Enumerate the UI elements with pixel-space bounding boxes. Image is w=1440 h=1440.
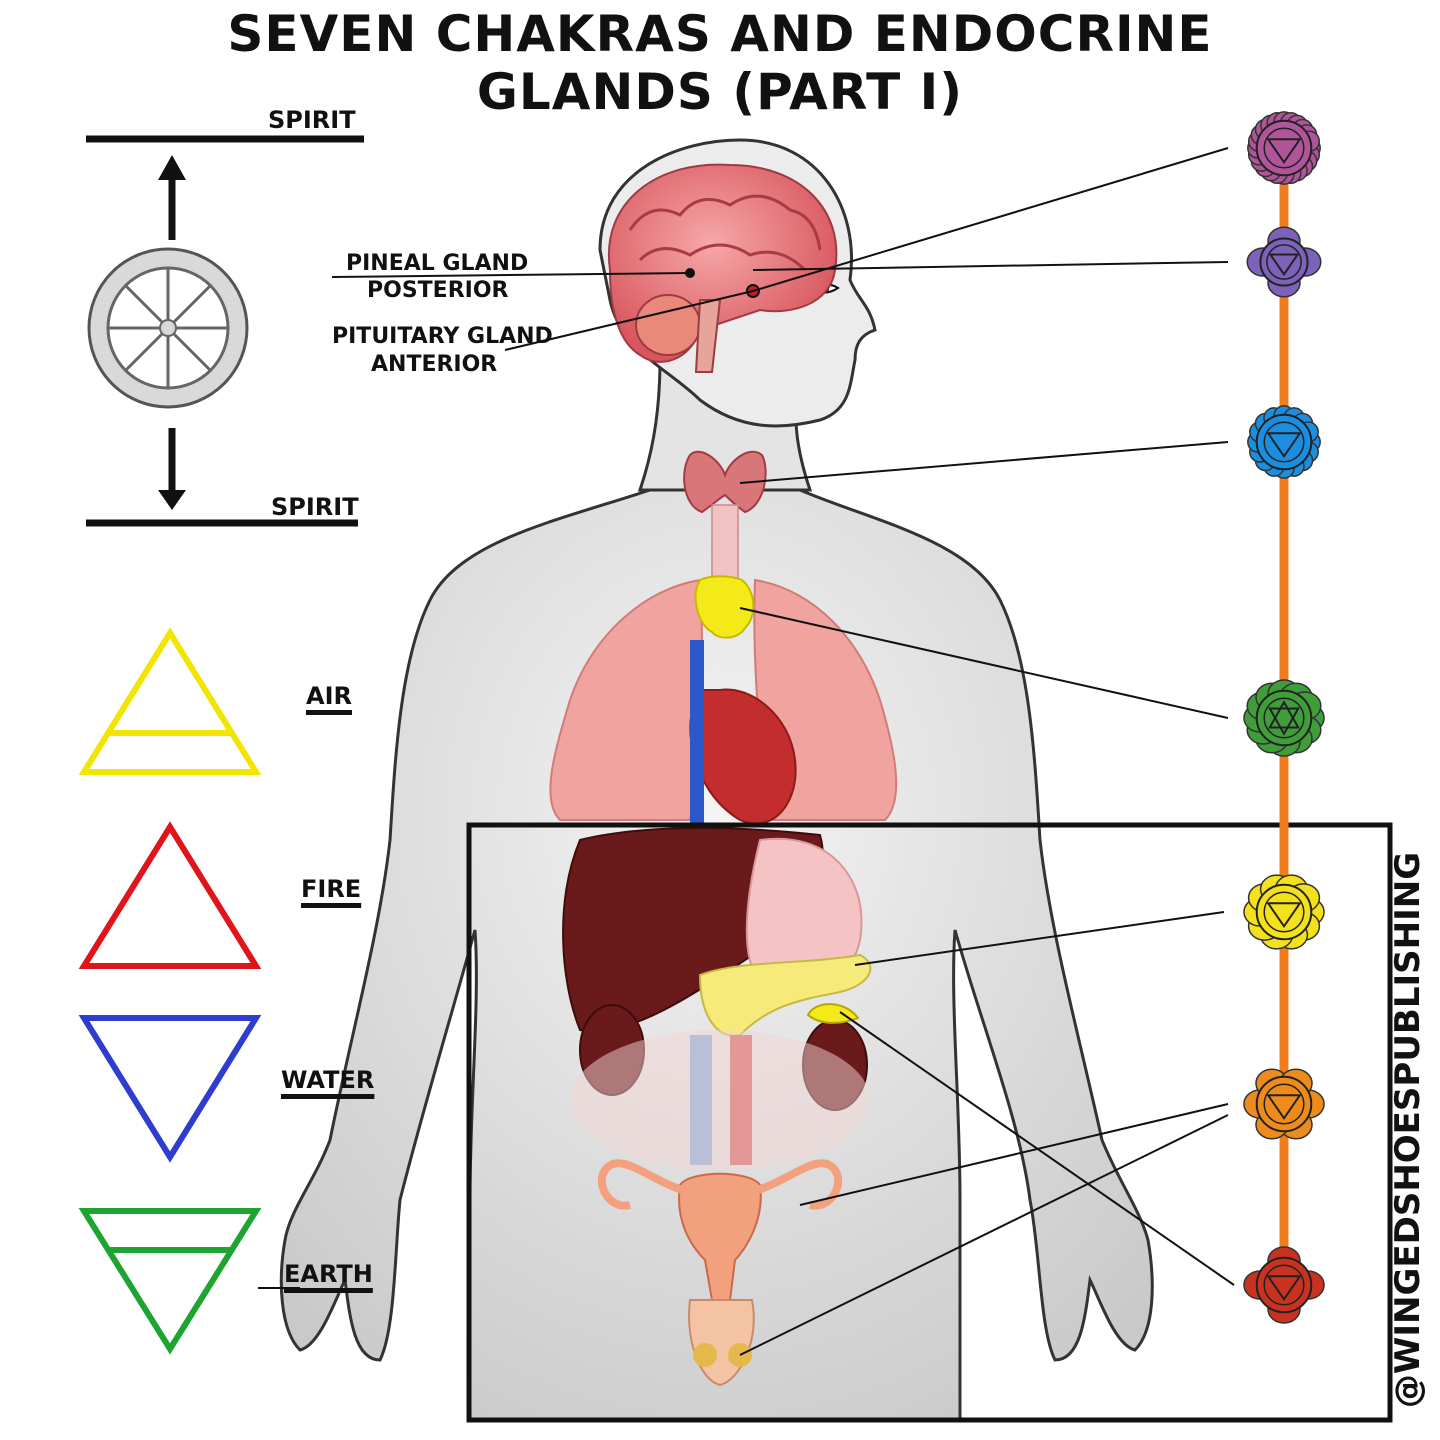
- title-line-1: SEVEN CHAKRAS AND ENDOCRINE: [227, 5, 1213, 63]
- chakra-column: [1243, 111, 1325, 1324]
- element-label-fire: FIRE: [301, 875, 362, 903]
- posterior-label: POSTERIOR: [367, 278, 509, 303]
- element-symbols: [78, 627, 262, 1355]
- anterior-label: ANTERIOR: [371, 352, 498, 377]
- aorta: [690, 640, 704, 840]
- chakra-solar-plexus-icon: [1243, 874, 1325, 950]
- thymus: [694, 575, 755, 639]
- fallopian-tubes: [597, 1159, 843, 1210]
- chakra-third-eye-icon: [1246, 226, 1322, 298]
- pelvis-frame: [466, 822, 1393, 1423]
- water-symbol: [78, 1015, 262, 1163]
- air-symbol: [78, 627, 262, 775]
- element-label-water: WATER: [281, 1066, 375, 1094]
- spirit-symbol: [86, 135, 364, 527]
- chakra-sacral-icon: [1243, 1068, 1325, 1140]
- fire-symbol: [78, 821, 262, 969]
- earth-symbol: [78, 1208, 262, 1355]
- watermark: @WINGEDSHOESPUBLISHING: [1388, 851, 1428, 1409]
- cerebellum: [635, 294, 701, 356]
- uterus: [678, 1172, 762, 1301]
- pointer-lines: [258, 147, 1235, 1356]
- pineal-gland-label: PINEAL GLAND: [346, 251, 529, 276]
- element-label-air: AIR: [306, 682, 352, 710]
- intestines: [570, 1030, 870, 1170]
- arrow-up-icon: [158, 155, 186, 240]
- chakra-throat-icon: [1247, 405, 1321, 479]
- title-line-2: GLANDS (PART I): [476, 63, 964, 121]
- spirit-top-label: SPIRIT: [268, 106, 356, 134]
- element-label-earth: EARTH: [284, 1260, 373, 1288]
- spirit-bottom-label: SPIRIT: [271, 493, 359, 521]
- adrenal-gland: [806, 1003, 860, 1024]
- chakra-heart-icon: [1243, 679, 1325, 757]
- internal-organs: [549, 450, 898, 1387]
- pituitary-gland-label: PITUITARY GLAND: [332, 324, 553, 349]
- chakra-crown-icon: [1247, 111, 1321, 185]
- chakra-root-icon: [1243, 1246, 1325, 1324]
- arrow-down-icon: [158, 428, 186, 510]
- dharma-wheel-icon: [87, 247, 249, 409]
- thyroid: [683, 450, 767, 514]
